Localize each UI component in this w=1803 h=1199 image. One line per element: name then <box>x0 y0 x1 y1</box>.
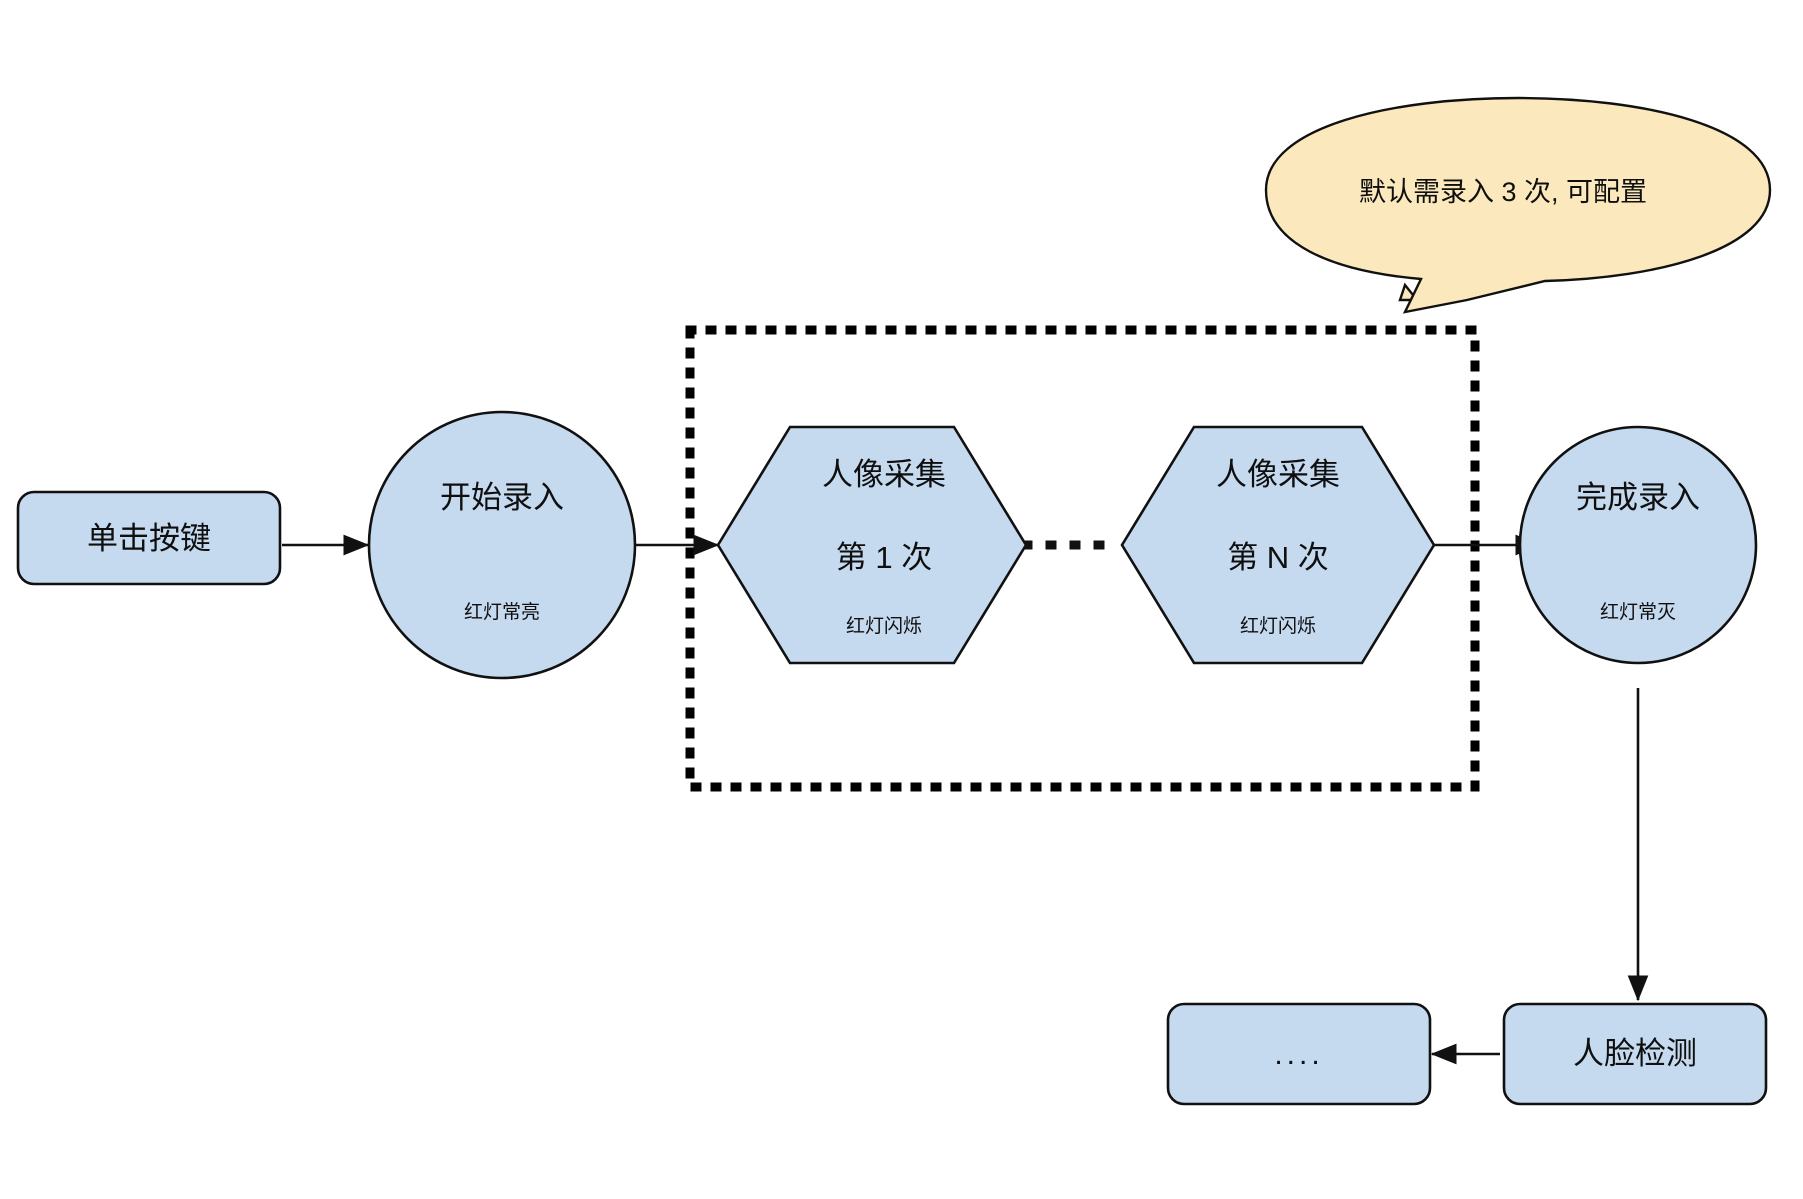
node-capture-nth-count: 第 N 次 <box>1227 540 1329 575</box>
node-more-steps-shape[interactable] <box>1166 1002 1432 1106</box>
note-bubble: 默认需录入 3 次, 可配置 <box>1264 96 1772 314</box>
node-more-steps[interactable]: .... <box>1166 1002 1432 1106</box>
node-face-detect-shape[interactable] <box>1502 1002 1768 1106</box>
note-bubble-text: 默认需录入 3 次, 可配置 <box>1359 177 1647 207</box>
node-finish-enroll-label: 完成录入 <box>1576 480 1700 515</box>
node-click-key-label: 单击按键 <box>87 521 211 556</box>
node-start-enroll-label: 开始录入 <box>440 480 564 515</box>
node-capture-first-label: 人像采集 <box>822 457 946 492</box>
node-finish-enroll[interactable]: 完成录入 红灯常灭 <box>1518 425 1758 665</box>
note-bubble-shape <box>1264 96 1772 314</box>
node-face-detect-label: 人脸检测 <box>1573 1036 1697 1071</box>
node-capture-first-count: 第 1 次 <box>836 540 932 575</box>
capture-loop-group <box>685 325 1480 792</box>
node-face-detect[interactable]: 人脸检测 <box>1502 1002 1768 1106</box>
node-start-enroll-shape[interactable] <box>367 410 637 680</box>
node-capture-nth-label: 人像采集 <box>1216 457 1340 492</box>
node-capture-first-sublabel: 红灯闪烁 <box>846 615 922 637</box>
node-start-enroll[interactable]: 开始录入 红灯常亮 <box>367 410 637 680</box>
node-capture-first[interactable]: 人像采集 第 1 次 红灯闪烁 <box>716 425 1028 665</box>
node-click-key-shape[interactable] <box>16 490 282 586</box>
node-click-key[interactable]: 单击按键 <box>16 490 282 586</box>
node-more-steps-label: .... <box>1274 1038 1323 1071</box>
node-finish-enroll-shape[interactable] <box>1518 425 1758 665</box>
node-start-enroll-sublabel: 红灯常亮 <box>464 601 540 623</box>
node-capture-nth-shape[interactable] <box>1120 425 1436 665</box>
node-capture-first-shape[interactable] <box>716 425 1028 665</box>
node-capture-nth-sublabel: 红灯闪烁 <box>1240 615 1316 637</box>
node-capture-nth[interactable]: 人像采集 第 N 次 红灯闪烁 <box>1120 425 1436 665</box>
node-finish-enroll-sublabel: 红灯常灭 <box>1600 601 1676 623</box>
